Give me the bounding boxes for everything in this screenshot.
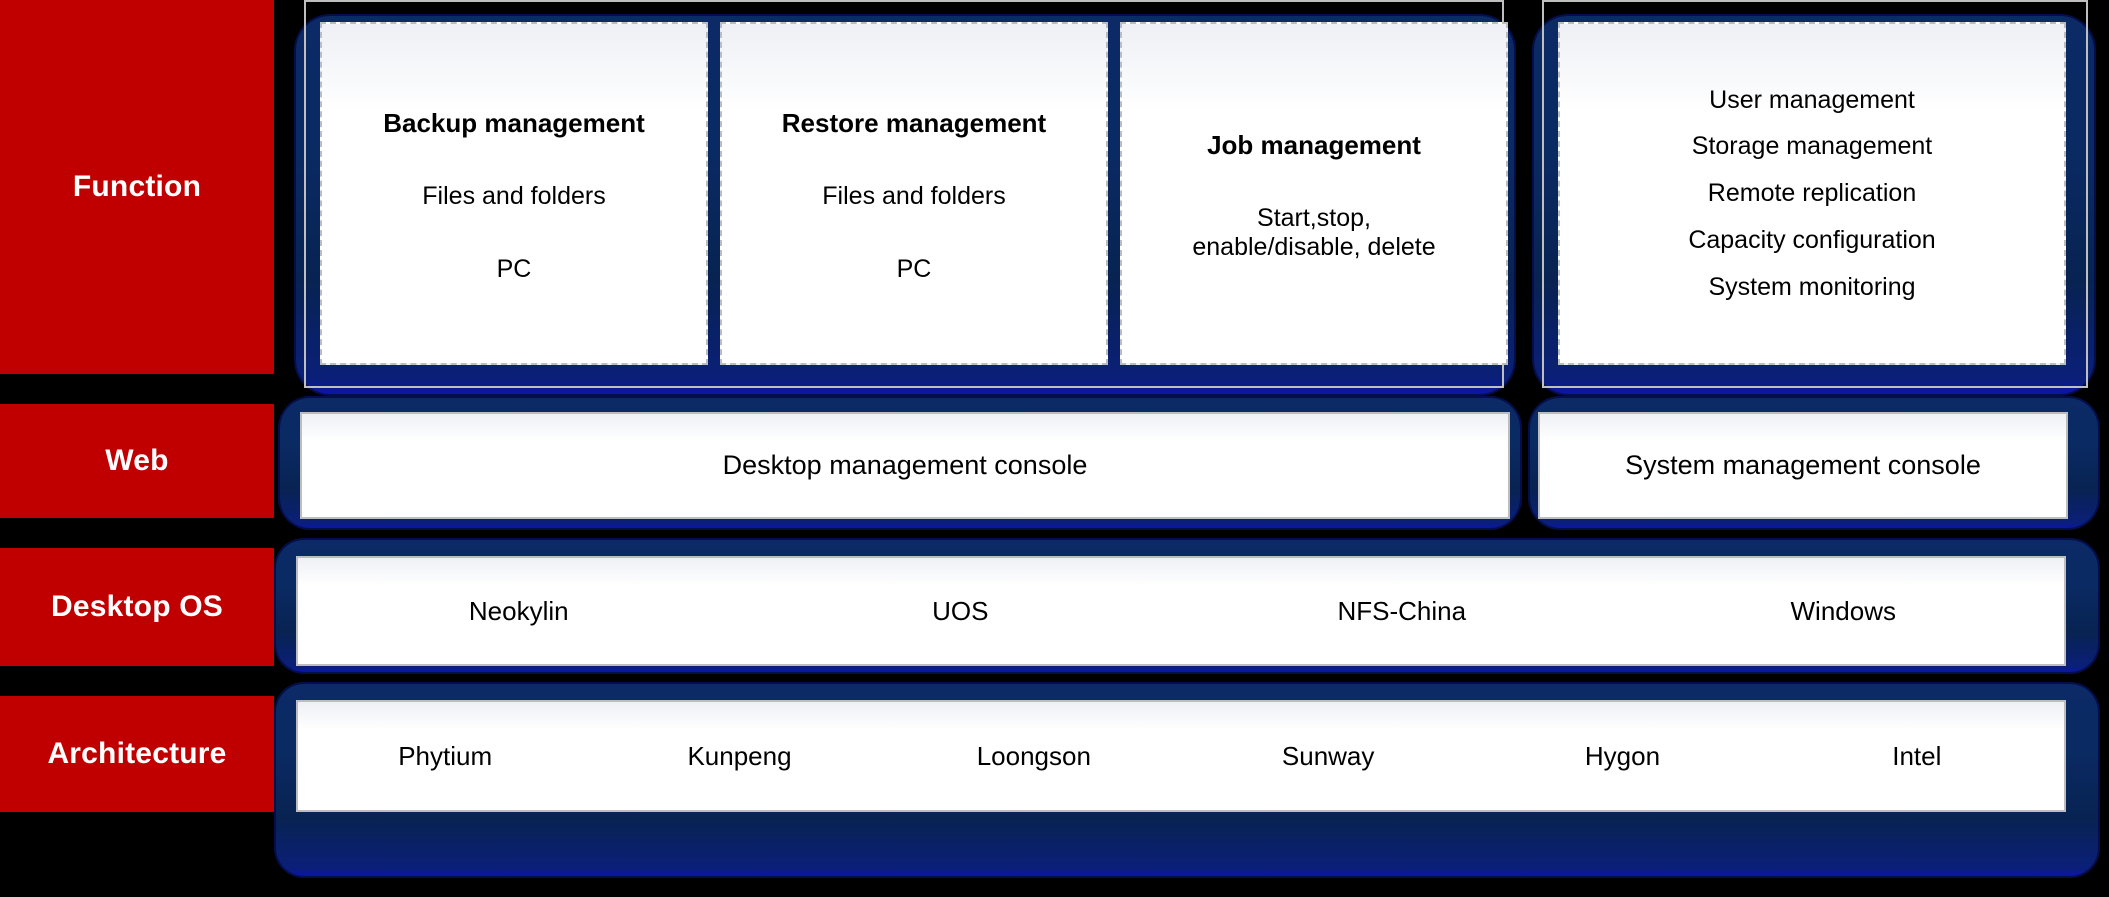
card-title: Backup management — [383, 108, 645, 139]
web-system-management-console[interactable]: System management console — [1538, 412, 2068, 519]
function-card-job-management[interactable]: Job management Start,stop, enable/disabl… — [1120, 22, 1508, 365]
card-line-1: Files and folders — [822, 182, 1006, 211]
card-line-2: PC — [496, 254, 532, 283]
card-title: Job management — [1207, 130, 1421, 161]
desktop-os-box[interactable]: Neokylin UOS NFS-China Windows — [296, 556, 2066, 666]
console-label: System management console — [1625, 450, 1981, 480]
admin-item-remote-replication: Remote replication — [1707, 179, 1917, 208]
row-label-web: Web — [0, 404, 274, 518]
architecture-item-phytium: Phytium — [398, 740, 493, 771]
admin-item-system-monitoring: System monitoring — [1708, 272, 1916, 301]
desktop-os-item-uos: UOS — [932, 595, 989, 626]
desktop-os-list: Neokylin UOS NFS-China Windows — [298, 558, 2064, 664]
admin-item-capacity-configuration: Capacity configuration — [1688, 225, 1936, 254]
row-label-architecture: Architecture — [0, 696, 274, 812]
function-card-backup-management[interactable]: Backup management Files and folders PC — [320, 22, 708, 365]
desktop-os-item-neokylin: Neokylin — [468, 595, 569, 626]
architecture-item-intel: Intel — [1892, 740, 1942, 771]
architecture-item-sunway: Sunway — [1281, 740, 1375, 771]
architecture-item-loongson: Loongson — [976, 740, 1091, 771]
architecture-box[interactable]: Phytium Kunpeng Loongson Sunway Hygon In… — [296, 700, 2066, 812]
card-line-2: PC — [896, 254, 932, 283]
card-line-1: Files and folders — [422, 182, 606, 211]
architecture-item-hygon: Hygon — [1584, 740, 1661, 771]
architecture-item-kunpeng: Kunpeng — [687, 740, 792, 771]
admin-item-storage-management: Storage management — [1691, 132, 1933, 161]
web-desktop-management-console[interactable]: Desktop management console — [300, 412, 1510, 519]
architecture-list: Phytium Kunpeng Loongson Sunway Hygon In… — [298, 702, 2064, 810]
function-card-restore-management[interactable]: Restore management Files and folders PC — [720, 22, 1108, 365]
desktop-os-item-windows: Windows — [1790, 595, 1896, 626]
function-card-system-administration[interactable]: User management Storage management Remot… — [1558, 22, 2066, 365]
console-label: Desktop management console — [722, 450, 1088, 480]
admin-item-user-management: User management — [1709, 85, 1915, 114]
row-label-desktop-os: Desktop OS — [0, 548, 274, 666]
desktop-os-item-nfs-china: NFS-China — [1337, 595, 1467, 626]
card-title: Restore management — [781, 108, 1047, 139]
card-line-1: Start,stop, — [1257, 204, 1371, 233]
function-right-frame — [1542, 0, 2088, 388]
row-label-function: Function — [0, 0, 274, 374]
card-line-2: enable/disable, delete — [1192, 232, 1436, 261]
